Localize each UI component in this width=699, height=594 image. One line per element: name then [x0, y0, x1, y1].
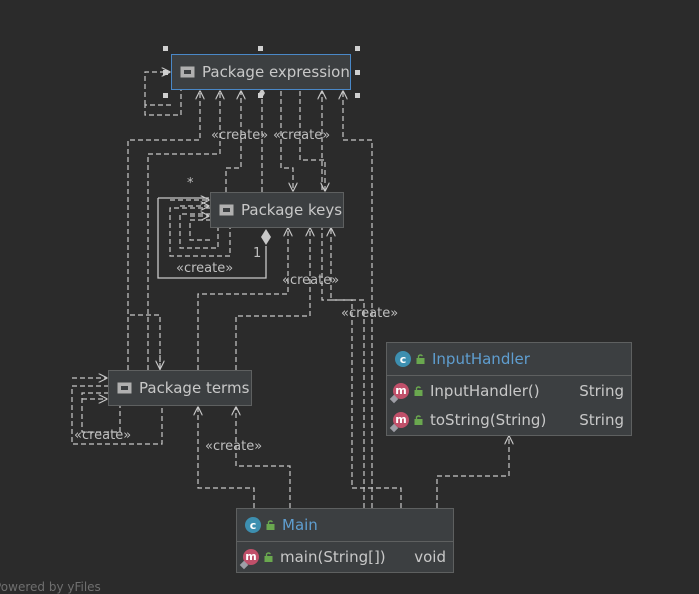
- selection-handle[interactable]: [258, 46, 263, 51]
- method-name: toString(String): [430, 410, 547, 429]
- edge-terms-self-2: [71, 385, 163, 445]
- edge-keys-expression: [225, 91, 241, 192]
- edge-keys-self-1: [169, 207, 231, 257]
- edge-label-create: «create»: [176, 261, 234, 276]
- class-inputhandler-name: InputHandler: [432, 350, 530, 368]
- edge-main-expression-2: [343, 91, 373, 508]
- selection-handle[interactable]: [258, 93, 263, 98]
- package-keys-label: Package keys: [241, 201, 343, 219]
- method-name: InputHandler(): [430, 381, 540, 400]
- method-icon: m: [389, 411, 409, 432]
- powered-by-footer: Powered by yFiles: [0, 580, 101, 594]
- edge-label-create: «create»: [211, 128, 269, 143]
- lock-icon: [416, 354, 425, 364]
- method-icon: m: [389, 382, 409, 403]
- package-terms[interactable]: Package terms: [108, 370, 252, 406]
- method-row[interactable]: m main(String[]) void: [237, 542, 453, 571]
- class-inputhandler-header: c InputHandler: [387, 343, 631, 376]
- edge-terms-expression: [127, 91, 200, 370]
- class-icon: c: [245, 517, 261, 533]
- edge-main-keys: [331, 228, 402, 508]
- edge-label-create: «create»: [282, 273, 340, 288]
- package-icon: [180, 66, 195, 78]
- class-icon: c: [395, 351, 411, 367]
- edge-main-inputhandler: [436, 436, 509, 508]
- edge-label-create: «create»: [341, 306, 399, 321]
- package-icon: [219, 204, 234, 216]
- method-icon: m: [239, 548, 259, 569]
- edge-label-create: «create»: [273, 128, 331, 143]
- package-expression[interactable]: Package expression: [171, 54, 351, 90]
- class-main[interactable]: c Main m main(String[]) void: [236, 508, 454, 573]
- selection-handle[interactable]: [163, 46, 168, 51]
- method-type: String: [579, 410, 624, 429]
- selection-handle[interactable]: [355, 93, 360, 98]
- edge-keys-composition: [157, 198, 267, 279]
- composition-diamond: [261, 229, 271, 245]
- package-icon: [117, 382, 132, 394]
- edge-main-terms: [198, 407, 255, 508]
- lock-icon: [266, 520, 275, 530]
- edge-terms-self: [81, 392, 121, 433]
- edge-terms-keys-2: [235, 228, 310, 370]
- lock-icon: [414, 385, 423, 396]
- edge-expression-self: [144, 84, 182, 116]
- class-main-header: c Main: [237, 509, 453, 542]
- lock-icon: [264, 551, 273, 562]
- method-type: String: [579, 381, 624, 400]
- edge-terms-keys: [197, 228, 288, 370]
- method-type: void: [414, 547, 446, 566]
- edge-label-multiplicity-one: 1: [253, 246, 262, 261]
- edge-keys-self-3: [189, 219, 211, 241]
- package-keys[interactable]: Package keys: [210, 192, 344, 228]
- edge-label-create: «create»: [74, 428, 132, 443]
- method-row[interactable]: m InputHandler() String: [387, 376, 631, 405]
- edge-keys-self-2: [179, 213, 219, 249]
- edge-expression-keys: [280, 91, 293, 191]
- edge-main-terms-2: [236, 407, 291, 508]
- class-main-name: Main: [282, 516, 318, 534]
- method-row[interactable]: m toString(String) String: [387, 405, 631, 434]
- selection-handle[interactable]: [163, 93, 168, 98]
- package-expression-label: Package expression: [202, 63, 350, 81]
- edge-terms-expression-2: [147, 91, 220, 370]
- method-name: main(String[]): [280, 547, 386, 566]
- package-terms-label: Package terms: [139, 379, 250, 397]
- edge-label-create: «create»: [205, 439, 263, 454]
- lock-icon: [414, 414, 423, 425]
- edge-expression-self-b: [144, 72, 170, 105]
- selection-handle[interactable]: [355, 46, 360, 51]
- edge-expression-keys-2: [299, 91, 325, 191]
- selection-handle[interactable]: [355, 70, 360, 75]
- edge-keys-terms: [128, 314, 161, 370]
- class-inputhandler[interactable]: c InputHandler m InputHandler() String m…: [386, 342, 632, 436]
- edge-label-multiplicity-star: *: [187, 176, 194, 191]
- selection-handle[interactable]: [163, 70, 168, 75]
